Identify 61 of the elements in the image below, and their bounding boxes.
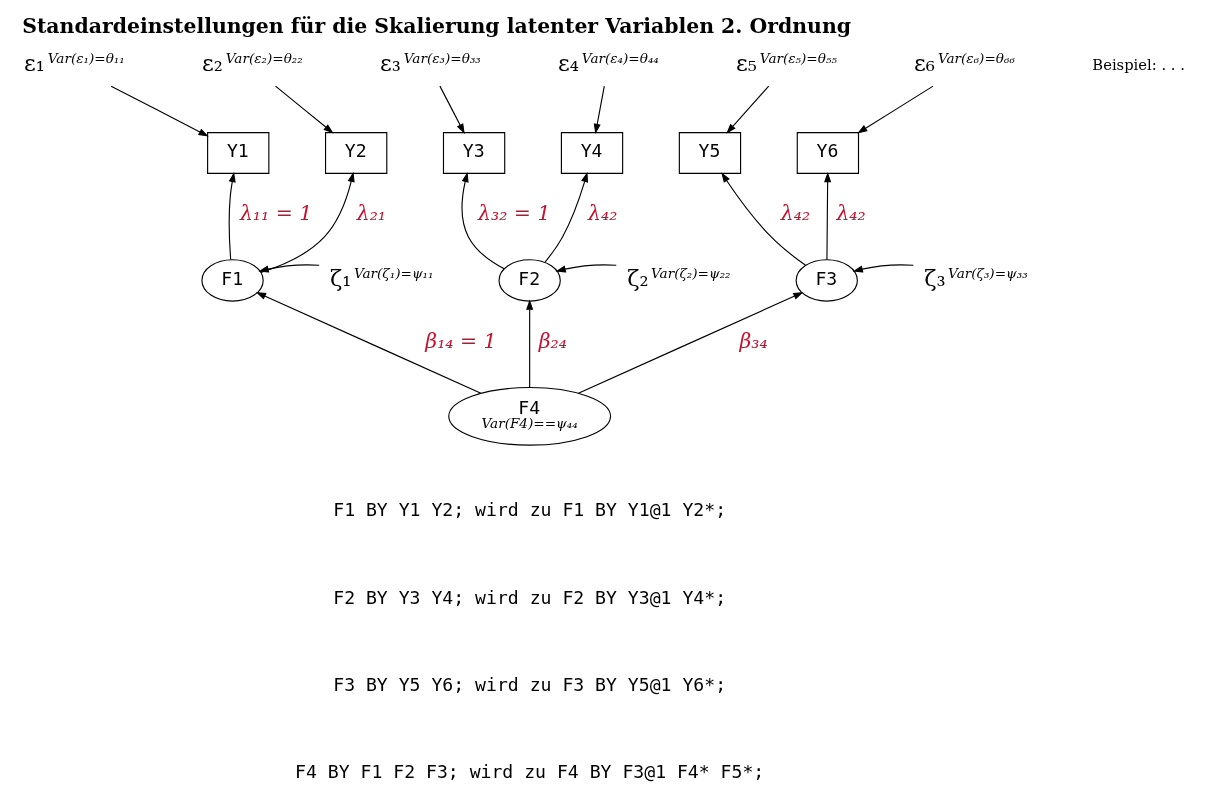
node-label: Var(ε₂)=θ₂₂ [225,49,303,66]
node-text: ε₄ [558,50,579,77]
node-box: Y2 [325,132,388,174]
arrow [260,171,355,273]
arrow [593,85,605,135]
node-box: Y3 [442,132,506,174]
arrow [824,172,832,261]
node-ellipse: F3 [795,259,858,302]
edge-label: λ₄₂ [836,201,866,226]
label: Beispiel: . . . [1092,55,1185,73]
arrow [258,264,320,273]
node-text: ε₂ [201,50,223,77]
edge-label: λ₄₂ [780,201,811,226]
arrow [852,264,914,273]
arrow [228,172,236,260]
node-box: Y1 [207,132,270,174]
edge-label: β₃₄ [739,329,768,354]
node-text: ε₅ [736,50,757,77]
node-box: Y5 [678,132,742,174]
node-text: ε₁ [23,50,45,77]
edge-label: λ₄₂ [588,201,618,226]
node-label: Var(ε₄)=θ₄₄ [581,49,659,66]
arrow [110,85,209,137]
node-text: ζ₁ [330,265,352,292]
node-label: Var(ζ₁)=ψ₁₁ [353,264,434,281]
arrow [555,264,617,273]
node-label: Var(ζ₂)=ψ₂₂ [650,264,731,281]
arrow [461,172,505,270]
node-label: Var(ε₃)=θ₃₃ [403,49,481,66]
diagram-title: Standardeinstellungen für die Skalierung latenter Variablen 2. Ordnung [22,14,852,39]
node-ellipse: F1 [201,259,264,302]
node-text: ε₆ [914,50,935,77]
edge-label: λ₂₁ [356,201,387,226]
node-box: Y6 [796,132,860,174]
node-label: Var(ζ₃)=ψ₃₃ [948,264,1028,281]
arrow [544,171,589,263]
node-ellipse: F4 Var(F4)==ψ₄₄ [448,386,612,446]
node-label: Var(ε₁)=θ₁₁ [47,49,125,66]
arrow [577,292,804,394]
arrow [439,85,465,134]
arrow [721,172,807,266]
edge-label: λ₁₁ = 1 [239,201,313,226]
label: F3 BY Y5 Y6; wird zu F3 BY Y5@1 Y6*; [333,674,727,696]
edge-label: β₂₄ [538,329,567,354]
label: F2 BY Y3 Y4; wird zu F2 BY Y3@1 Y4*; [333,586,727,608]
node-text: ζ₃ [924,265,946,292]
node-ellipse: F2 [498,259,561,302]
node-label: Var(ε₅)=θ₅₅ [759,49,837,66]
arrow [274,85,334,134]
label: F1 BY Y1 Y2; wird zu F1 BY Y1@1 Y2*; [333,499,727,521]
arrow [526,299,534,388]
node-text: ζ₂ [627,265,649,292]
edge-label: β₁₄ = 1 [425,329,497,354]
node-box: Y4 [560,132,624,174]
node-text: ε₃ [379,50,401,77]
arrow [857,85,934,134]
label: F4 BY F1 F2 F3; wird zu F4 BY F3@1 F4* F5*; [295,761,765,783]
arrow [726,85,770,134]
arrow [255,292,482,394]
edge-label: λ₃₂ = 1 [478,201,551,226]
node-label: Var(ε₆)=θ₆₆ [937,49,1015,66]
